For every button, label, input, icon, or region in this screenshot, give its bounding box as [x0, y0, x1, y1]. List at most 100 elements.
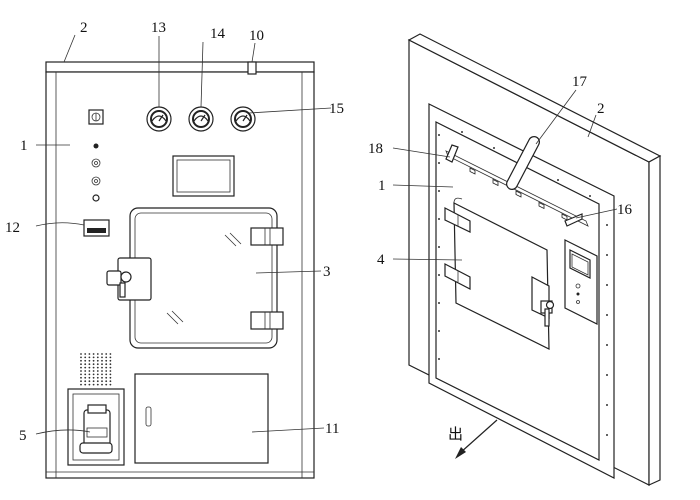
grille-hole [92, 370, 95, 372]
grille-hole [101, 370, 103, 372]
frame-rivet [606, 314, 608, 316]
grille-hole [88, 366, 91, 369]
grille-hole [105, 363, 108, 366]
top-connector [247, 61, 257, 75]
grille-hole [92, 356, 95, 359]
grille-hole [92, 383, 95, 386]
grille-hole [109, 353, 112, 355]
grille-hole [84, 380, 87, 383]
lower-left-compartment [67, 388, 125, 466]
grille-hole [105, 359, 108, 362]
grille-hole [109, 363, 112, 366]
grille-hole [96, 359, 99, 362]
grille-hole [101, 366, 103, 369]
grille-hole [105, 383, 108, 386]
exit-arrow [455, 419, 498, 459]
gauge-13 [146, 106, 172, 132]
callout-2-perspective: 2 [597, 101, 605, 117]
frame-rivet [589, 195, 591, 197]
grille-hole [92, 363, 95, 366]
grille-hole [101, 353, 103, 355]
grille-hole [84, 370, 87, 372]
grille-hole [92, 373, 95, 376]
grille-hole [105, 376, 108, 379]
callout-16: 16 [617, 202, 633, 218]
grille-hole [109, 373, 112, 376]
front-view [45, 61, 315, 479]
callout-14: 14 [210, 26, 226, 42]
frame-rivet [606, 434, 608, 436]
grille-hole [101, 359, 103, 362]
grille-hole [96, 383, 99, 386]
frame-rivet [438, 330, 440, 332]
grille-hole [88, 353, 91, 355]
callout-2-front: 2 [80, 20, 88, 36]
frame-rivet [606, 404, 608, 406]
frame-rivet [438, 134, 440, 136]
grille-hole [80, 359, 82, 362]
left-bracket [445, 144, 459, 163]
rail-clip [469, 167, 476, 175]
frame-rivet [493, 147, 495, 149]
rail-clip [492, 178, 499, 187]
grille-hole [84, 353, 87, 355]
leader-lines [35, 34, 618, 435]
grille-hole [88, 363, 91, 366]
grille-hole [88, 356, 91, 359]
callout-17: 17 [572, 74, 588, 90]
grille-hole [92, 359, 95, 362]
grille-hole [96, 370, 99, 372]
top-rail [445, 150, 589, 227]
callout-3: 3 [323, 264, 331, 280]
grille-hole [105, 356, 108, 359]
callout-1-front: 1 [20, 138, 28, 154]
grille-hole [84, 359, 87, 362]
frame-rivet [557, 179, 559, 181]
exit-label: 出 [448, 426, 463, 443]
display-screen [172, 155, 235, 197]
grille-hole [84, 363, 87, 366]
top-handle [506, 136, 540, 190]
grille-hole [80, 373, 82, 376]
rail-clip [538, 201, 545, 210]
callout-10: 10 [249, 28, 264, 44]
hinge-lower [250, 311, 284, 330]
grille-hole [105, 373, 108, 376]
grille-hole [84, 373, 87, 376]
frame-rivet [438, 274, 440, 276]
grille-hole [96, 373, 99, 376]
grille-hole [88, 370, 91, 372]
indicator-lamp-2 [91, 176, 101, 186]
frame-rivet [438, 302, 440, 304]
callout-13: 13 [151, 20, 166, 36]
grille-hole [84, 376, 87, 379]
grille-hole [109, 366, 112, 369]
gauge-14 [188, 106, 214, 132]
frame-rivet [606, 254, 608, 256]
grille-hole [101, 380, 103, 383]
grille-hole [80, 353, 82, 355]
grille-hole [101, 383, 103, 386]
grille-hole [92, 353, 95, 355]
indicator-dot [93, 143, 99, 149]
callout-numbers-perspective: 17 2 18 1 16 4 [368, 74, 633, 268]
grille-hole [101, 373, 103, 376]
grille-hole [105, 353, 108, 355]
card-slot [83, 219, 110, 237]
door-hinge-lower [444, 263, 471, 290]
callout-4: 4 [377, 252, 385, 268]
frame-rivet [606, 344, 608, 346]
grille-hole [109, 376, 112, 379]
indicator-lamp-1 [91, 158, 101, 168]
grille-hole [84, 366, 87, 369]
speaker-grille [80, 353, 112, 386]
grille-hole [84, 356, 87, 359]
door-latch [106, 257, 152, 301]
grille-hole [80, 366, 82, 369]
grille-hole [80, 383, 82, 386]
grille-hole [109, 370, 112, 372]
grille-hole [88, 380, 91, 383]
grille-hole [88, 359, 91, 362]
callout-12: 12 [5, 220, 20, 236]
